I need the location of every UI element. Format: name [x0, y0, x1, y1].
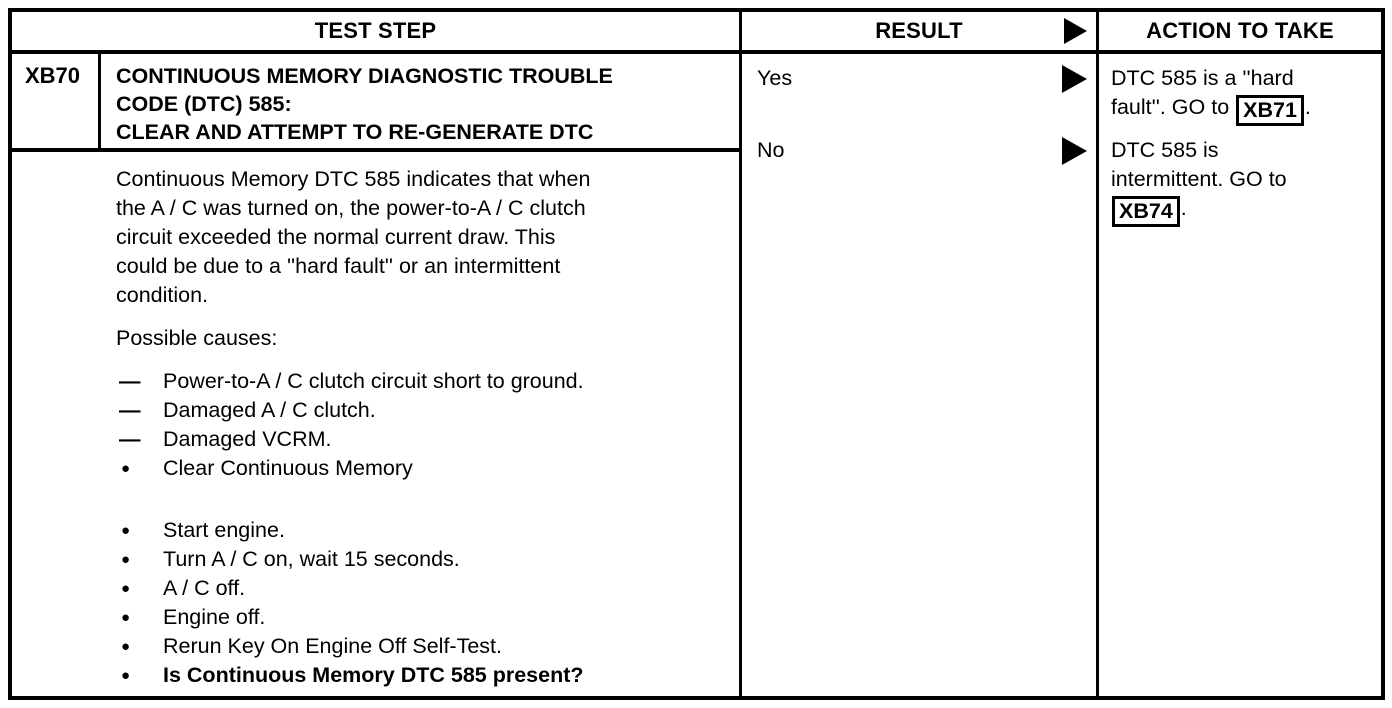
description-line: circuit exceeded the normal current draw…: [116, 225, 556, 249]
dash-icon: —: [119, 369, 141, 393]
action-line: intermittent. GO to: [1111, 165, 1375, 194]
procedure-list: ● Start engine. ● Turn A / C on, wait 15…: [116, 516, 729, 690]
list-item-text: Engine off.: [163, 605, 266, 629]
test-step-header: TEST STEP: [12, 12, 739, 54]
test-step-header-label: TEST STEP: [314, 18, 437, 43]
action-no: DTC 585 is intermittent. GO to XB74.: [1111, 136, 1375, 227]
list-item: ● Engine off.: [116, 603, 729, 632]
action-text: DTC 585 is a ''hard: [1111, 66, 1294, 90]
test-step-column: TEST STEP XB70 CONTINUOUS MEMORY DIAGNOS…: [12, 12, 742, 696]
bullet-icon: ●: [121, 609, 131, 626]
action-header-label: ACTION TO TAKE: [1146, 18, 1334, 43]
list-item: ● Rerun Key On Engine Off Self-Test.: [116, 632, 729, 661]
bullet-icon: ●: [121, 667, 131, 684]
bullet-icon: ●: [121, 638, 131, 655]
result-body: Yes No: [742, 54, 1096, 696]
action-line: DTC 585 is a ''hard: [1111, 64, 1375, 93]
step-description: Continuous Memory DTC 585 indicates that…: [116, 165, 729, 310]
description-line: the A / C was turned on, the power-to-A …: [116, 196, 586, 220]
result-header: RESULT: [742, 12, 1096, 54]
action-line: XB74.: [1111, 194, 1375, 227]
step-ref-xb74: XB74: [1112, 196, 1180, 227]
list-item-text: Clear Continuous Memory: [163, 456, 413, 480]
action-column: ACTION TO TAKE DTC 585 is a ''hard fault…: [1099, 12, 1381, 696]
action-text: .: [1304, 95, 1311, 119]
list-item-text: Turn A / C on, wait 15 seconds.: [163, 547, 460, 571]
test-step-title: CONTINUOUS MEMORY DIAGNOSTIC TROUBLE COD…: [101, 54, 613, 148]
title-line: CLEAR AND ATTEMPT TO RE-GENERATE DTC: [116, 120, 594, 144]
possible-causes-list: — Power-to-A / C clutch circuit short to…: [116, 367, 729, 483]
action-text: intermittent. GO to: [1111, 167, 1287, 191]
possible-causes-label: Possible causes:: [116, 326, 278, 350]
result-header-label: RESULT: [875, 18, 963, 43]
result-row-yes: Yes: [757, 64, 1087, 93]
list-item: — Damaged VCRM.: [116, 425, 729, 454]
action-line: fault''. GO to XB71.: [1111, 93, 1375, 126]
list-item-text: Damaged A / C clutch.: [163, 398, 376, 422]
action-body: DTC 585 is a ''hard fault''. GO to XB71.…: [1099, 54, 1381, 696]
list-item-text: Power-to-A / C clutch circuit short to g…: [163, 369, 584, 393]
dash-icon: —: [119, 427, 141, 451]
action-header: ACTION TO TAKE: [1099, 12, 1381, 54]
list-item: ● Turn A / C on, wait 15 seconds.: [116, 545, 729, 574]
result-column: RESULT Yes No: [742, 12, 1099, 696]
test-step-body: Continuous Memory DTC 585 indicates that…: [12, 152, 739, 696]
action-text: fault''. GO to: [1111, 95, 1236, 119]
title-line: CODE (DTC) 585:: [116, 92, 292, 116]
bullet-icon: ●: [121, 580, 131, 597]
list-item: ● Start engine.: [116, 516, 729, 545]
bullet-icon: ●: [121, 551, 131, 568]
bullet-icon: ●: [121, 522, 131, 539]
test-step-id: XB70: [12, 54, 101, 148]
list-item: ● A / C off.: [116, 574, 729, 603]
list-item-text: Start engine.: [163, 518, 285, 542]
pinpoint-test-table: TEST STEP XB70 CONTINUOUS MEMORY DIAGNOS…: [8, 8, 1385, 700]
description-line: condition.: [116, 283, 209, 307]
list-item: — Power-to-A / C clutch circuit short to…: [116, 367, 729, 396]
result-arrow-icon: [1064, 18, 1087, 44]
result-yes-label: Yes: [757, 66, 793, 90]
list-item: ● Clear Continuous Memory: [116, 454, 729, 483]
action-text: DTC 585 is: [1111, 138, 1219, 162]
action-text: .: [1180, 196, 1187, 220]
list-item-text: A / C off.: [163, 576, 246, 600]
list-item-final-question: ● Is Continuous Memory DTC 585 present?: [116, 661, 729, 690]
list-item-text: Damaged VCRM.: [163, 427, 332, 451]
result-arrow-icon: [1062, 64, 1087, 93]
list-item: — Damaged A / C clutch.: [116, 396, 729, 425]
step-ref-xb71: XB71: [1236, 95, 1304, 126]
description-line: could be due to a ''hard fault'' or an i…: [116, 254, 561, 278]
test-step-title-row: XB70 CONTINUOUS MEMORY DIAGNOSTIC TROUBL…: [12, 54, 739, 152]
action-yes: DTC 585 is a ''hard fault''. GO to XB71.: [1111, 64, 1375, 126]
result-row-no: No: [757, 136, 1087, 165]
bullet-icon: ●: [121, 460, 131, 477]
result-no-label: No: [757, 138, 785, 162]
action-line: DTC 585 is: [1111, 136, 1375, 165]
list-item-text: Rerun Key On Engine Off Self-Test.: [163, 634, 502, 658]
description-line: Continuous Memory DTC 585 indicates that…: [116, 167, 591, 191]
final-question-text: Is Continuous Memory DTC 585 present?: [163, 663, 584, 687]
title-line: CONTINUOUS MEMORY DIAGNOSTIC TROUBLE: [116, 64, 613, 88]
dash-icon: —: [119, 398, 141, 422]
result-arrow-icon: [1062, 136, 1087, 165]
